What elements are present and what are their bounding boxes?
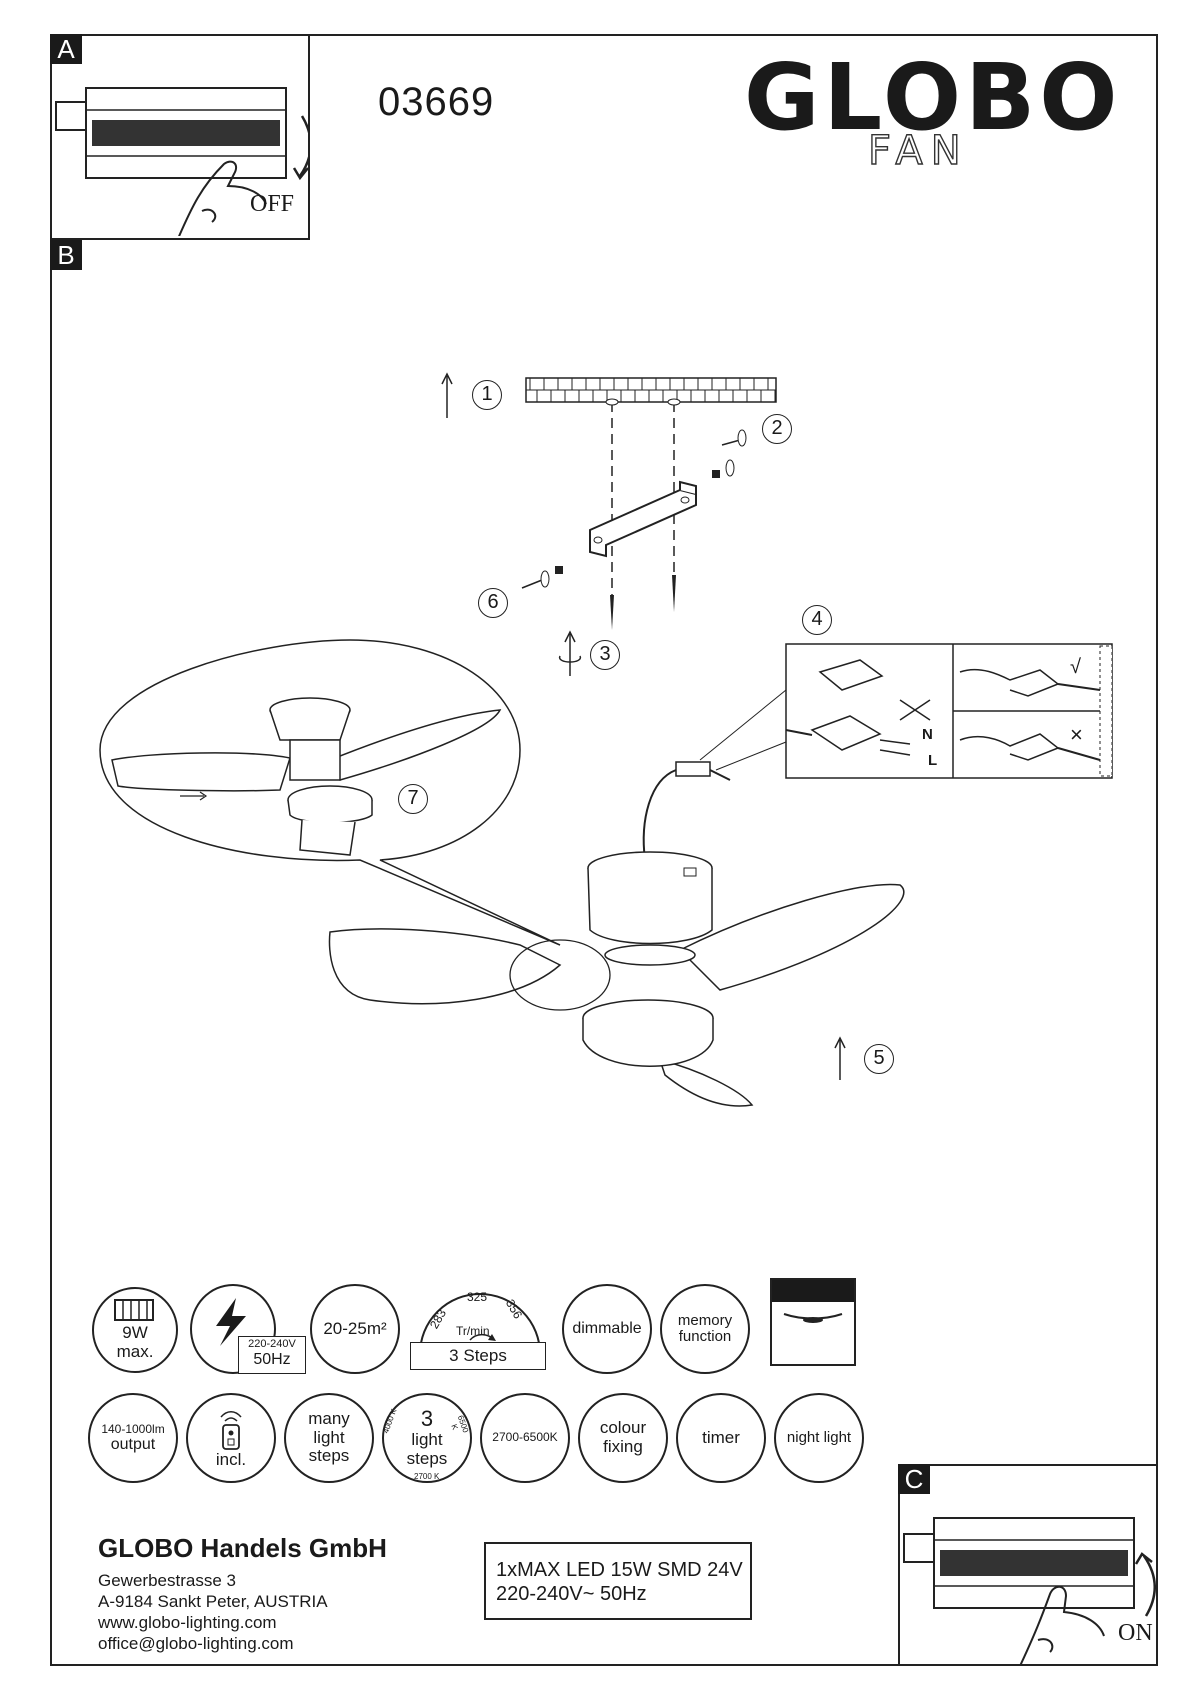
brand-logo: GLOBO [744, 44, 1122, 151]
many-light-line-3: steps [308, 1446, 350, 1466]
night-light-icon: night light [774, 1393, 864, 1483]
room-area-value: 20-25m² [323, 1318, 387, 1338]
step-1: 1 [472, 380, 502, 410]
assembly-illustration [99, 372, 1113, 1107]
step-7: 7 [398, 784, 428, 814]
panel-c-tag: C [898, 1464, 930, 1494]
step-2: 2 [762, 414, 792, 444]
off-label: OFF [250, 191, 295, 217]
many-light-line-1: many [308, 1408, 350, 1428]
company-city: A-9184 Sankt Peter, AUSTRIA [98, 1592, 328, 1611]
voltage-frequency: 50Hz [253, 1351, 291, 1368]
brand-logo-sub: FAN [867, 127, 969, 174]
spec-line-2: 220-240V~ 50Hz [496, 1583, 647, 1605]
step-5: 5 [864, 1044, 894, 1074]
page-frame [50, 34, 1158, 1666]
company-name: GLOBO Handels GmbH [98, 1533, 387, 1563]
voltage-icon [190, 1284, 276, 1374]
company-email: office@globo-lighting.com [98, 1634, 294, 1653]
company-website: www.globo-lighting.com [98, 1613, 277, 1632]
wattage-value: 9W [122, 1323, 148, 1343]
step-4: 4 [802, 605, 832, 635]
speed-unit: Tr/min [456, 1324, 490, 1338]
panel-c: ON [898, 1464, 1158, 1666]
room-area-icon: 20-25m² [310, 1284, 400, 1374]
colour-fixing-icon: colour fixing [578, 1393, 668, 1483]
fan-speed-icon: 283 325 356 Tr/min 3 Steps [410, 1284, 550, 1374]
speed-steps: 3 Steps [410, 1342, 546, 1370]
panel-a: OFF [50, 34, 310, 240]
cct-range-icon: 2700-6500K [480, 1393, 570, 1483]
timer-icon: timer [676, 1393, 766, 1483]
night-light-label: night light [786, 1428, 852, 1446]
voltage-box: 220-240V 50Hz [238, 1336, 306, 1374]
cct-steps-icon: 3 light steps 4000 K 6500 K 2700 K [381, 1393, 472, 1483]
many-light-steps-icon: many light steps [284, 1393, 374, 1483]
lumen-value: 140-1000lm [101, 1421, 165, 1436]
cct-steps-count: 3 [420, 1406, 434, 1432]
on-label: ON [1118, 1620, 1153, 1646]
remote-included: incl. [215, 1449, 247, 1469]
memory-function-icon: memory function [660, 1284, 750, 1374]
dimmable-label: dimmable [572, 1320, 642, 1338]
correct-mark-icon: √ [1070, 656, 1081, 678]
cct-steps-line-2: steps [406, 1449, 448, 1469]
remote-control-icon: incl. [186, 1393, 276, 1483]
panel-a-tag: A [50, 34, 82, 64]
ceiling-mount-icon [770, 1278, 856, 1366]
step-3: 3 [590, 640, 620, 670]
step-6: 6 [478, 588, 508, 618]
colour-fixing-line-1: colour [599, 1418, 647, 1438]
panel-b-tag: B [50, 240, 82, 270]
cct-range-value: 2700-6500K [492, 1430, 558, 1445]
timer-label: timer [702, 1427, 740, 1447]
cct-steps-line-1: light [411, 1430, 443, 1450]
company-street: Gewerbestrasse 3 [98, 1571, 236, 1590]
many-light-line-2: light [313, 1427, 345, 1447]
wattage-unit: max. [116, 1342, 154, 1361]
memory-label-2: function [678, 1328, 732, 1345]
cct-6500k: 6500 K [449, 1414, 471, 1434]
cct-2700k: 2700 K [414, 1472, 440, 1481]
max-wattage-icon: 9W max. [92, 1287, 178, 1373]
dimmable-icon: dimmable [562, 1284, 652, 1374]
wrong-mark-icon: × [1070, 722, 1083, 747]
wire-neutral-label: N [922, 726, 933, 743]
spec-line-1: 1xMAX LED 15W SMD 24V [496, 1559, 743, 1581]
breaker-on-illustration [903, 1517, 1156, 1664]
colour-fixing-line-2: fixing [603, 1437, 643, 1456]
wire-live-label: L [928, 752, 938, 769]
company-address: Gewerbestrasse 3 A-9184 Sankt Peter, AUS… [98, 1570, 328, 1654]
ceiling-drawing [525, 377, 777, 403]
breaker-off-illustration [55, 87, 308, 236]
lumen-label: output [110, 1435, 156, 1453]
lumen-output-icon: 140-1000lm output [88, 1393, 178, 1483]
speed-2: 325 [467, 1290, 488, 1304]
voltage-range: 220-240V [248, 1338, 296, 1350]
memory-label-1: memory [677, 1311, 733, 1329]
spec-box: 1xMAX LED 15W SMD 24V 220-240V~ 50Hz [484, 1542, 752, 1620]
product-code: 03669 [378, 80, 495, 124]
